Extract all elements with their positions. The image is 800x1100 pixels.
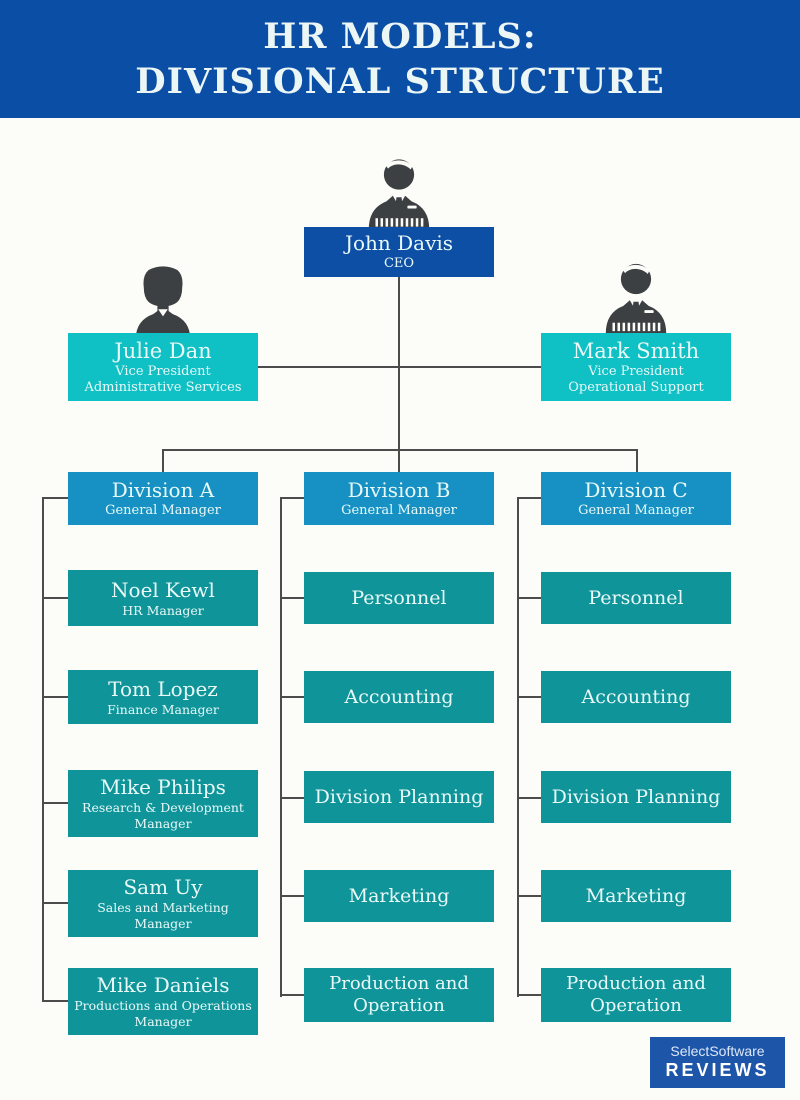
person-role: Vice President bbox=[115, 363, 211, 379]
node-division-a: Division A General Manager bbox=[68, 472, 258, 525]
person-department: Operational Support bbox=[568, 380, 704, 396]
title-banner: HR MODELS: DIVISIONAL STRUCTURE bbox=[0, 0, 800, 118]
stub-b-5 bbox=[280, 994, 304, 996]
node-dept-b-production-operation: Production and Operation bbox=[304, 968, 494, 1022]
department-label: Division Planning bbox=[314, 785, 484, 808]
node-vp-mark-smith: Mark Smith Vice President Operational Su… bbox=[541, 333, 731, 401]
stub-c-head bbox=[517, 497, 541, 499]
male-person-icon bbox=[357, 147, 441, 234]
node-dept-c-accounting: Accounting bbox=[541, 671, 731, 723]
stub-c-2 bbox=[517, 696, 541, 698]
department-label: Production and Operation bbox=[566, 973, 706, 1016]
rail-division-b bbox=[280, 497, 282, 997]
node-manager-noel-kewl: Noel Kewl HR Manager bbox=[68, 570, 258, 626]
person-role: Productions and Operations Manager bbox=[74, 998, 252, 1029]
stub-b-4 bbox=[280, 895, 304, 897]
person-name: Mike Daniels bbox=[96, 973, 230, 998]
node-manager-tom-lopez: Tom Lopez Finance Manager bbox=[68, 670, 258, 724]
stub-b-1 bbox=[280, 597, 304, 599]
node-dept-c-personnel: Personnel bbox=[541, 572, 731, 624]
stub-b-3 bbox=[280, 797, 304, 799]
female-person-icon bbox=[123, 264, 203, 340]
department-label: Accounting bbox=[581, 685, 691, 708]
stub-b-head bbox=[280, 497, 304, 499]
node-manager-mike-daniels: Mike Daniels Productions and Operations … bbox=[68, 968, 258, 1035]
logo-selectsoftware-reviews: SelectSoftware REVIEWS bbox=[650, 1037, 785, 1088]
logo-text-line2: REVIEWS bbox=[665, 1060, 770, 1081]
page-title: HR MODELS: DIVISIONAL STRUCTURE bbox=[135, 14, 664, 105]
node-vp-julie-dan: Julie Dan Vice President Administrative … bbox=[68, 333, 258, 401]
rail-division-a bbox=[42, 497, 44, 1002]
person-name: Sam Uy bbox=[123, 875, 203, 900]
person-name: Julie Dan bbox=[114, 338, 212, 363]
connector-ceo-drop bbox=[398, 276, 400, 451]
stub-b-2 bbox=[280, 696, 304, 698]
department-label: Production and Operation bbox=[329, 973, 469, 1016]
person-department: Administrative Services bbox=[84, 380, 242, 396]
person-role: Finance Manager bbox=[107, 701, 219, 717]
person-name: Mike Philips bbox=[100, 775, 226, 800]
division-name: Division B bbox=[347, 477, 451, 502]
stub-a-3 bbox=[42, 802, 68, 804]
page-title-line1: HR MODELS: bbox=[263, 15, 537, 57]
person-role: CEO bbox=[383, 256, 415, 272]
stub-a-head bbox=[42, 497, 68, 499]
division-role: General Manager bbox=[578, 502, 694, 518]
department-label: Personnel bbox=[588, 586, 684, 609]
node-dept-c-division-planning: Division Planning bbox=[541, 771, 731, 823]
person-role: HR Manager bbox=[122, 602, 204, 618]
department-label: Personnel bbox=[351, 586, 447, 609]
stub-a-4 bbox=[42, 902, 68, 904]
connector-drop-division-b bbox=[398, 449, 400, 472]
person-role: Vice President bbox=[588, 363, 684, 379]
stub-c-3 bbox=[517, 797, 541, 799]
node-dept-b-accounting: Accounting bbox=[304, 671, 494, 723]
node-dept-c-marketing: Marketing bbox=[541, 870, 731, 922]
rail-division-c bbox=[517, 497, 519, 997]
node-division-c: Division C General Manager bbox=[541, 472, 731, 525]
person-name: John Davis bbox=[344, 231, 454, 256]
stub-a-2 bbox=[42, 696, 68, 698]
node-dept-c-production-operation: Production and Operation bbox=[541, 968, 731, 1022]
node-dept-b-marketing: Marketing bbox=[304, 870, 494, 922]
node-dept-b-personnel: Personnel bbox=[304, 572, 494, 624]
logo-text-line1: SelectSoftware bbox=[670, 1043, 765, 1060]
division-role: General Manager bbox=[341, 502, 457, 518]
division-name: Division C bbox=[584, 477, 688, 502]
node-division-b: Division B General Manager bbox=[304, 472, 494, 525]
connector-main-line bbox=[162, 449, 638, 451]
person-role: Sales and Marketing Manager bbox=[97, 900, 229, 931]
person-role: Research & Development Manager bbox=[82, 800, 244, 831]
connector-drop-division-a bbox=[162, 449, 164, 472]
person-name: Mark Smith bbox=[572, 338, 700, 363]
division-role: General Manager bbox=[105, 502, 221, 518]
stub-c-1 bbox=[517, 597, 541, 599]
department-label: Accounting bbox=[344, 685, 454, 708]
node-dept-b-division-planning: Division Planning bbox=[304, 771, 494, 823]
department-label: Division Planning bbox=[551, 785, 721, 808]
department-label: Marketing bbox=[585, 884, 687, 907]
stub-c-4 bbox=[517, 895, 541, 897]
page-title-line2: DIVISIONAL STRUCTURE bbox=[135, 61, 665, 102]
department-label: Marketing bbox=[348, 884, 450, 907]
stub-a-5 bbox=[42, 1000, 68, 1002]
person-name: Tom Lopez bbox=[108, 676, 218, 701]
node-manager-mike-philips: Mike Philips Research & Development Mana… bbox=[68, 770, 258, 837]
node-manager-sam-uy: Sam Uy Sales and Marketing Manager bbox=[68, 870, 258, 937]
connector-drop-division-c bbox=[636, 449, 638, 472]
stub-a-1 bbox=[42, 597, 68, 599]
person-name: Noel Kewl bbox=[111, 577, 215, 602]
connector-vp-line bbox=[258, 366, 542, 368]
division-name: Division A bbox=[111, 477, 215, 502]
male-person-icon bbox=[594, 253, 678, 337]
node-ceo: John Davis CEO bbox=[304, 227, 494, 277]
stub-c-5 bbox=[517, 994, 541, 996]
